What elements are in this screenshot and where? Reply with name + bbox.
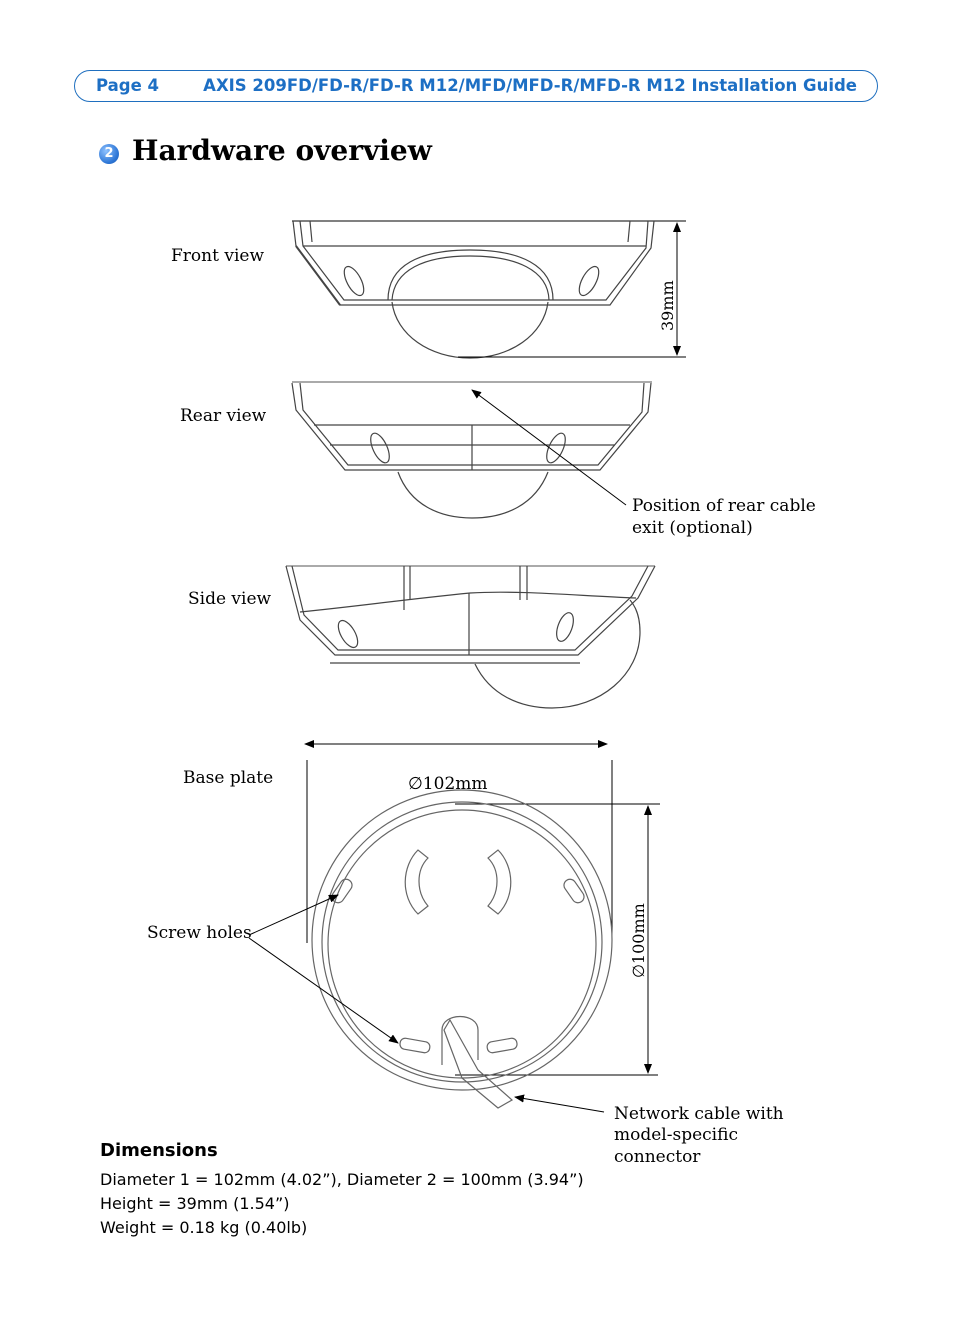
leader-lines <box>248 389 627 1113</box>
side-view-label: Side view <box>188 589 272 609</box>
height-dimension-label: 39mm <box>658 280 677 331</box>
spec-weight: Weight = 0.18 kg (0.40lb) <box>100 1218 308 1237</box>
page-header <box>74 70 878 102</box>
rear-view-drawing <box>291 381 652 519</box>
rear-cable-label-line1: Position of rear cable <box>632 496 816 516</box>
section-title: Hardware overview <box>132 134 432 167</box>
dimensions-heading: Dimensions <box>100 1140 218 1161</box>
rear-view-label: Rear view <box>180 406 267 426</box>
base-plate-drawing <box>304 740 660 1109</box>
front-view-label: Front view <box>171 246 264 266</box>
side-view-drawing <box>285 565 656 709</box>
spec-height: Height = 39mm (1.54”) <box>100 1194 290 1213</box>
page-number: Page 4 <box>96 76 160 95</box>
screw-holes-label: Screw holes <box>147 923 252 943</box>
network-cable-label-line1: Network cable with <box>614 1104 784 1124</box>
spec-diameter: Diameter 1 = 102mm (4.02”), Diameter 2 =… <box>100 1170 584 1189</box>
front-view-drawing <box>292 220 686 359</box>
network-cable-label-line2: model-specific <box>614 1125 738 1145</box>
diameter2-label: ∅100mm <box>629 903 648 978</box>
document-title: AXIS 209FD/FD-R/FD-R M12/MFD/MFD-R/MFD-R… <box>203 76 857 95</box>
rear-cable-label-line2: exit (optional) <box>632 518 753 538</box>
section-number-badge: 2 <box>99 144 119 164</box>
diameter1-label: ∅102mm <box>408 774 488 794</box>
base-plate-label: Base plate <box>183 768 274 788</box>
network-cable-label-line3: connector <box>614 1147 701 1167</box>
